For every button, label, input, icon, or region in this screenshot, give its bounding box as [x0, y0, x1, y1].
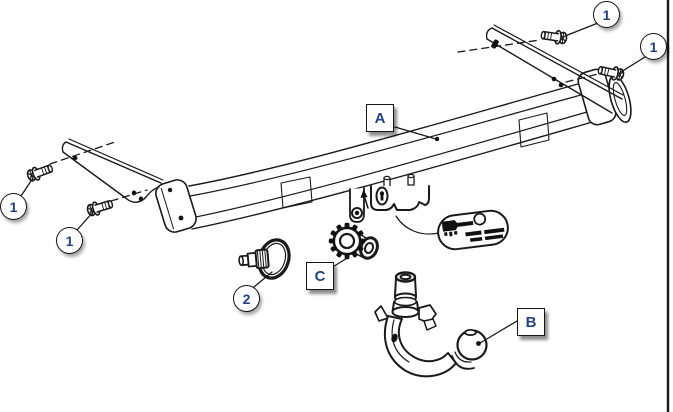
serrated-flange: [328, 222, 379, 260]
callout-circle-bolt-top-right-upper: 1: [593, 1, 620, 28]
socket-plug-with-ring: [238, 238, 291, 280]
assembly-axis-right: [457, 39, 599, 83]
side-bracket-right: [485, 24, 624, 114]
beam-band-right: [518, 112, 550, 148]
callout-label: A: [374, 109, 386, 127]
callout-box-crossmember: A: [366, 104, 394, 132]
callout-label: C: [314, 267, 326, 285]
callout-circle-bolt-left-upper: 1: [0, 193, 27, 220]
callout-circle-bolt-top-right-lower: 1: [640, 33, 667, 60]
callout-label: 1: [649, 38, 658, 55]
crossmember-beam: [155, 68, 632, 233]
callout-box-towball: B: [517, 308, 545, 336]
side-bracket-left: [61, 138, 164, 203]
callout-label: 2: [242, 290, 251, 307]
assembly-axis-left: [49, 140, 148, 202]
callout-circle-socket-plug: 2: [233, 285, 260, 312]
keys-capsule: [395, 209, 509, 251]
callout-label: 1: [9, 198, 18, 215]
callout-label: B: [525, 313, 537, 331]
swan-neck-towball: [374, 271, 488, 378]
callout-leaders: [20, 22, 646, 346]
receiver-clamp: [349, 173, 430, 223]
callout-circle-bolt-left-lower: 1: [56, 227, 83, 254]
beam-band-left: [280, 176, 313, 209]
key-silhouettes: [441, 220, 505, 242]
bolt-right-upper: [539, 27, 569, 46]
callout-label: 1: [602, 6, 611, 23]
bolt-left-upper: [24, 160, 55, 184]
callout-label: 1: [65, 232, 74, 249]
callout-box-receiver-flange: C: [306, 262, 334, 290]
